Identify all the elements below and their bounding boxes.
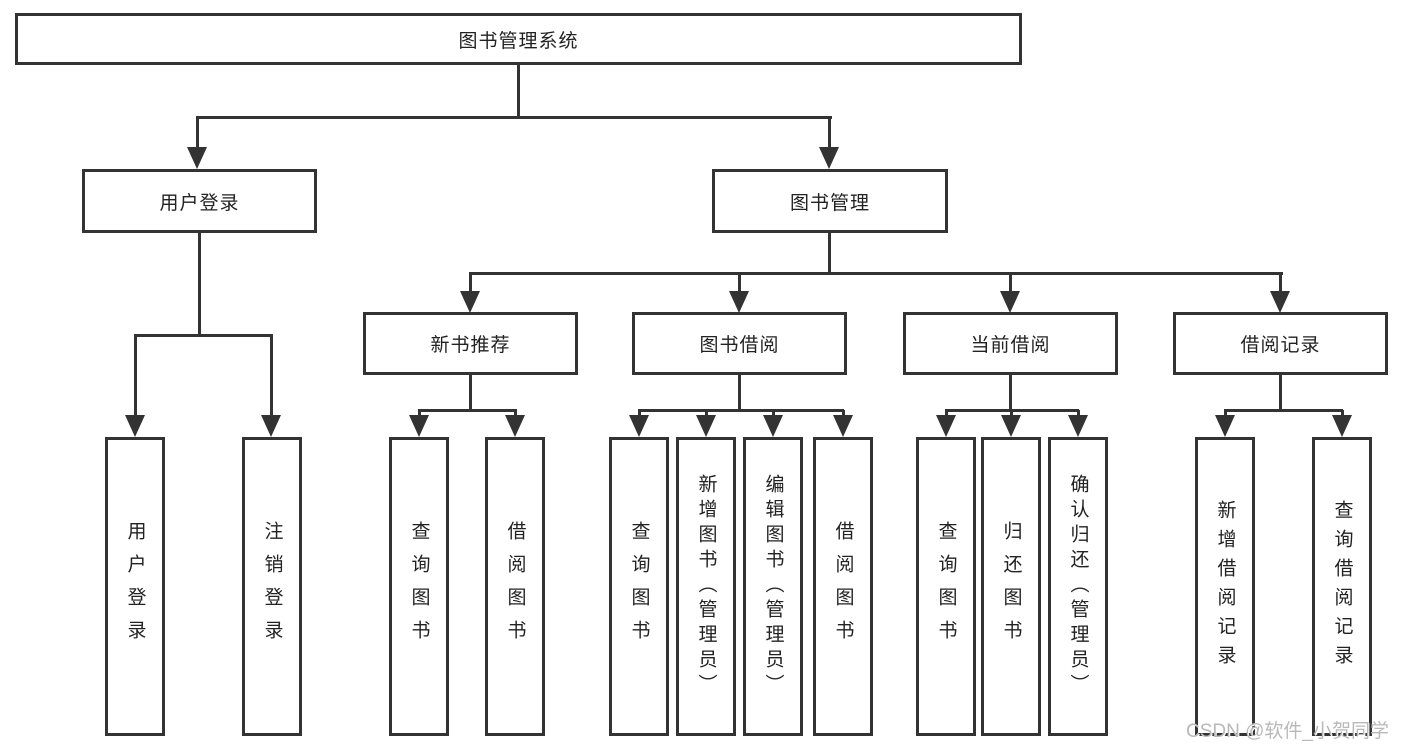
connector-line <box>517 65 520 118</box>
arrowhead-down-icon <box>505 415 525 437</box>
connector-line <box>198 233 201 336</box>
leaf-confirm-return-admin-label: 确认归还（管理员） <box>1067 474 1089 699</box>
connector-line <box>1341 410 1344 418</box>
connector-line <box>638 409 844 412</box>
node-book-borrowing: 图书借阅 <box>632 312 847 375</box>
connector-line <box>772 410 775 418</box>
arrowhead-down-icon <box>1270 291 1290 313</box>
leaf-edit-book-admin: 编辑图书（管理员） <box>743 437 803 736</box>
arrowhead-down-icon <box>1000 291 1020 313</box>
node-current-borrowing: 当前借阅 <box>903 312 1118 375</box>
arrowhead-down-icon <box>729 291 749 313</box>
node-book-management: 图书管理 <box>712 169 948 233</box>
leaf-logout-label: 注销登录 <box>261 520 283 653</box>
connector-line <box>842 410 845 418</box>
connector-line <box>1009 274 1012 294</box>
leaf-user-login-label: 用户登录 <box>124 520 146 653</box>
arrowhead-down-icon <box>936 415 956 437</box>
arrowhead-down-icon <box>629 415 649 437</box>
leaf-query-books-3: 查询图书 <box>916 437 976 736</box>
leaf-logout: 注销登录 <box>242 437 302 736</box>
arrowhead-down-icon <box>1068 415 1088 437</box>
leaf-edit-book-admin-label: 编辑图书（管理员） <box>762 474 784 699</box>
connector-line <box>738 274 741 294</box>
leaf-user-login: 用户登录 <box>105 437 165 736</box>
node-borrow-records: 借阅记录 <box>1173 312 1388 375</box>
connector-line <box>270 336 273 418</box>
arrowhead-down-icon <box>460 291 480 313</box>
arrowhead-down-icon <box>819 147 839 169</box>
leaf-query-books-3-label: 查询图书 <box>935 520 957 653</box>
leaf-add-book-admin-label: 新增图书（管理员） <box>695 474 717 699</box>
connector-line <box>1224 409 1343 412</box>
connector-line <box>1009 375 1012 411</box>
arrowhead-down-icon <box>696 415 716 437</box>
leaf-return-book-label: 归还图书 <box>1000 520 1022 653</box>
watermark: CSDN @软件_小贺同学 <box>1186 721 1389 742</box>
arrowhead-down-icon <box>1215 415 1235 437</box>
connector-line <box>134 334 273 337</box>
connector-line <box>1279 274 1282 294</box>
node-user-login: 用户登录 <box>82 169 317 233</box>
connector-line <box>1010 410 1013 418</box>
arrowhead-down-icon <box>261 415 281 437</box>
leaf-query-books-2-label: 查询图书 <box>628 520 650 653</box>
connector-line <box>134 336 137 418</box>
connector-line <box>418 409 517 412</box>
leaf-borrow-books-2: 借阅图书 <box>813 437 873 736</box>
leaf-borrow-books-1-label: 借阅图书 <box>504 520 526 653</box>
leaf-borrow-books-1: 借阅图书 <box>485 437 545 736</box>
connector-line <box>418 410 421 418</box>
connector-line <box>196 118 199 152</box>
arrowhead-down-icon <box>409 415 429 437</box>
connector-line <box>1077 410 1080 418</box>
connector-line <box>828 233 831 274</box>
connector-line <box>828 118 831 152</box>
node-root: 图书管理系统 <box>15 13 1022 65</box>
connector-line <box>945 410 948 418</box>
connector-line <box>469 375 472 411</box>
connector-line <box>1279 375 1282 411</box>
leaf-query-books-1: 查询图书 <box>389 437 449 736</box>
connector-line <box>469 274 472 294</box>
leaf-borrow-books-2-label: 借阅图书 <box>832 520 854 653</box>
leaf-query-books-1-label: 查询图书 <box>408 520 430 653</box>
arrowhead-down-icon <box>1001 415 1021 437</box>
leaf-query-books-2: 查询图书 <box>609 437 669 736</box>
arrowhead-down-icon <box>1332 415 1352 437</box>
connector-line <box>738 375 741 411</box>
arrowhead-down-icon <box>833 415 853 437</box>
connector-line <box>514 410 517 418</box>
arrowhead-down-icon <box>125 415 145 437</box>
leaf-confirm-return-admin: 确认归还（管理员） <box>1048 437 1108 736</box>
node-new-book-recommend: 新书推荐 <box>363 312 578 375</box>
leaf-add-book-admin: 新增图书（管理员） <box>676 437 736 736</box>
connector-line <box>638 410 641 418</box>
connector-line <box>196 116 832 119</box>
leaf-add-borrow-record: 新增借阅记录 <box>1195 437 1255 736</box>
arrowhead-down-icon <box>763 415 783 437</box>
leaf-return-book: 归还图书 <box>981 437 1041 736</box>
connector-line <box>705 410 708 418</box>
connector-line <box>1224 410 1227 418</box>
arrowhead-down-icon <box>187 147 207 169</box>
connector-line <box>469 272 1283 275</box>
leaf-add-borrow-record-label: 新增借阅记录 <box>1214 499 1236 674</box>
leaf-query-borrow-record: 查询借阅记录 <box>1312 437 1372 736</box>
leaf-query-borrow-record-label: 查询借阅记录 <box>1331 499 1353 674</box>
